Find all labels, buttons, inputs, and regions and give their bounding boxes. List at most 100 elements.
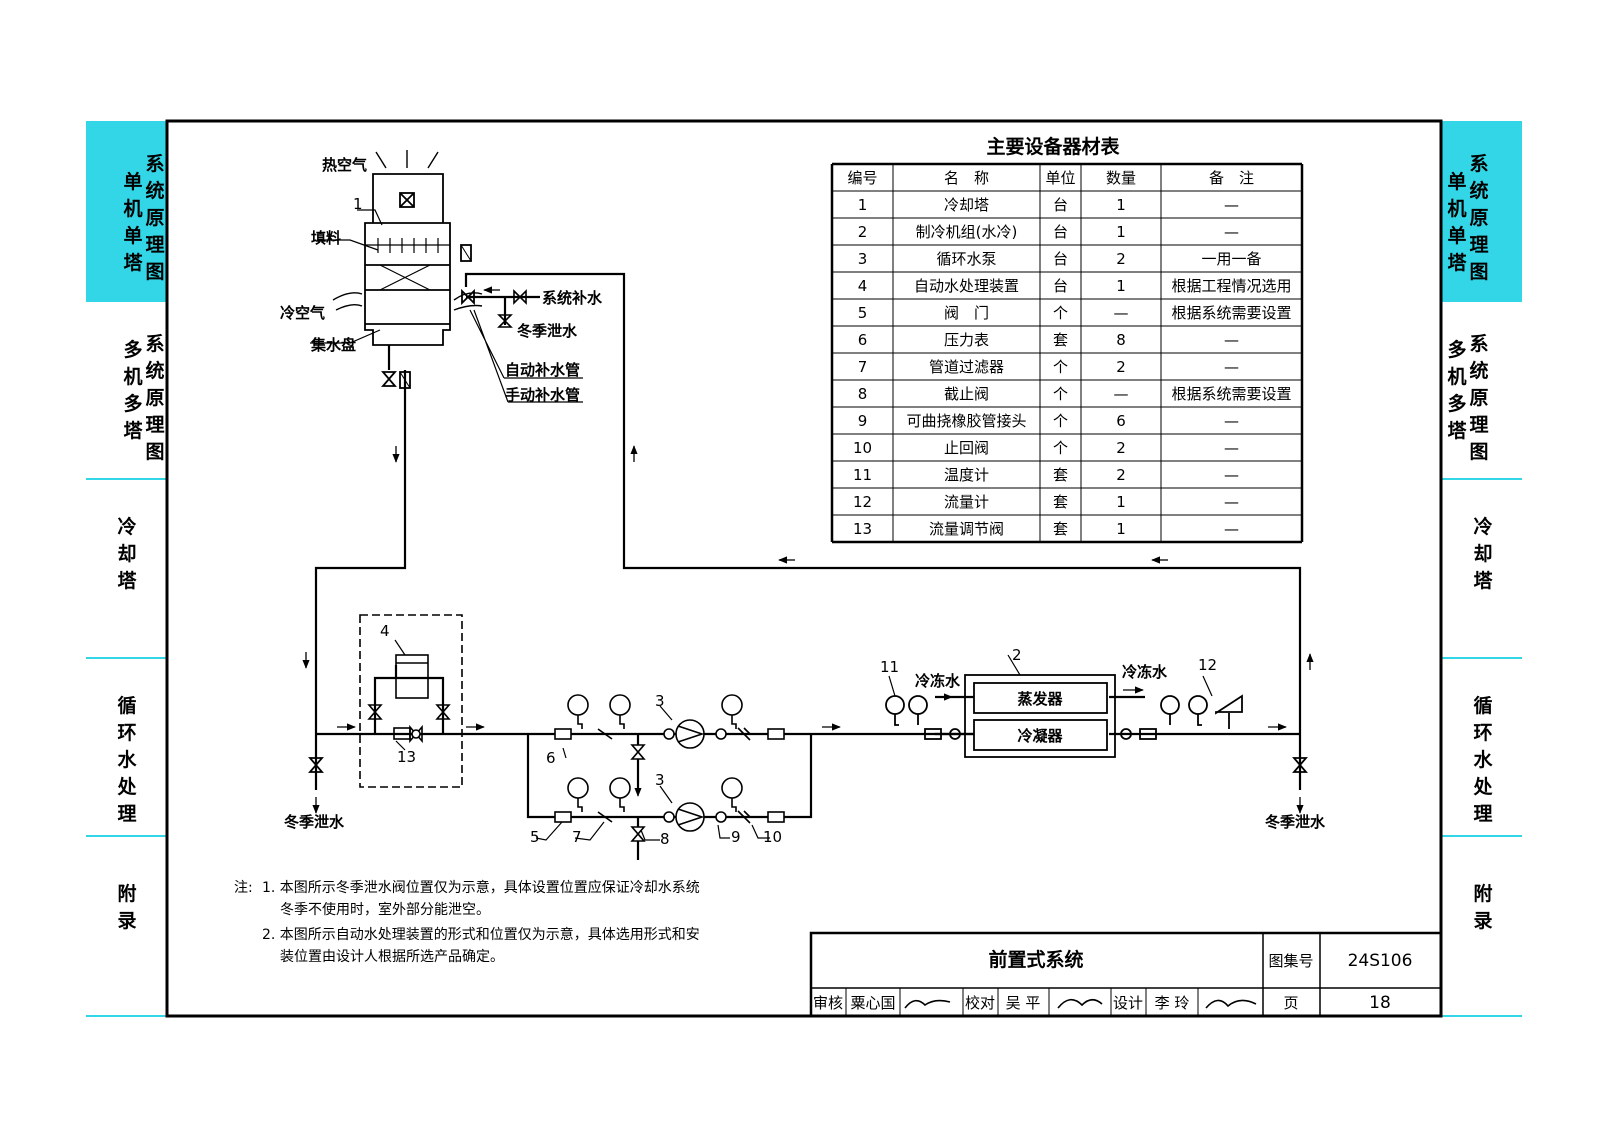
label-hot-air: 热空气 <box>322 156 367 174</box>
table-cell: 10 <box>853 439 872 457</box>
table-cell: 1 <box>1116 223 1126 241</box>
callout-13: 13 <box>397 748 416 766</box>
table-cell: 个 <box>1053 358 1068 376</box>
table-cell: — <box>1114 304 1129 322</box>
table-header-cell: 编号 <box>847 169 877 187</box>
left-tab-5[interactable]: 附 录 <box>86 836 166 1016</box>
tab-separator <box>1442 478 1522 480</box>
left-tab-4[interactable]: 循 环 水 处 理 <box>86 658 166 836</box>
table-cell: 1 <box>1116 196 1126 214</box>
right-tab-1[interactable]: 单 机 单 塔系 统 原 理 图 <box>1442 121 1522 301</box>
table-cell: 温度计 <box>944 466 989 484</box>
water-treatment-unit <box>359 614 463 788</box>
tab-separator <box>86 478 166 480</box>
tab-label-secondary: 冷 却 塔 <box>1473 516 1493 592</box>
tab-label-secondary: 循 环 水 处 理 <box>117 695 137 825</box>
table-cell: 台 <box>1053 196 1068 214</box>
tab-label-secondary: 循 环 水 处 理 <box>1473 695 1493 825</box>
table-cell: 根据系统需要设置 <box>1171 385 1291 403</box>
right-tab-5[interactable]: 附 录 <box>1442 836 1522 1016</box>
table-cell: 1 <box>1116 520 1126 538</box>
leader-lines <box>310 209 1213 841</box>
table-cell: 个 <box>1053 385 1068 403</box>
tab-separator <box>1442 1015 1522 1017</box>
table-cell: 可曲挠橡胶管接头 <box>906 412 1026 430</box>
callout-9: 9 <box>731 828 741 846</box>
callout-6: 6 <box>546 749 556 767</box>
table-cell: — <box>1224 520 1239 538</box>
table-cell: 1 <box>1116 277 1126 295</box>
tab-separator <box>86 657 166 659</box>
note-line-4: 装位置由设计人根据所选产品确定。 <box>280 949 504 965</box>
review-label: 审核 <box>813 994 843 1012</box>
notes-prefix: 注: <box>234 880 253 896</box>
callout-1: 1 <box>353 195 363 213</box>
table-cell: 止回阀 <box>944 439 989 457</box>
atlas-number: 24S106 <box>1348 951 1413 971</box>
right-tab-3[interactable]: 冷 却 塔 <box>1442 479 1522 658</box>
table-cell: 套 <box>1053 331 1068 349</box>
flow-arrows <box>302 286 1314 814</box>
table-cell: 5 <box>858 304 868 322</box>
table-cell: — <box>1224 466 1239 484</box>
label-drain-left: 冬季泄水 <box>284 813 345 831</box>
table-header-cell: 名 称 <box>944 169 989 187</box>
table-cell: 循环水泵 <box>936 250 996 268</box>
page-label: 页 <box>1283 994 1298 1012</box>
table-title: 主要设备器材表 <box>986 135 1120 158</box>
table-cell: 流量调节阀 <box>929 520 1004 538</box>
table-cell: 流量计 <box>944 493 989 511</box>
tab-label-secondary: 冷 却 塔 <box>117 516 137 592</box>
table-cell: 1 <box>1116 493 1126 511</box>
sheet-frame <box>165 119 1443 1018</box>
table-cell: 自动水处理装置 <box>914 277 1019 295</box>
tab-separator <box>86 1015 166 1017</box>
drawing-title: 前置式系统 <box>988 948 1083 971</box>
tab-label-secondary: 系 统 原 理 图 <box>145 153 165 283</box>
table-cell: 3 <box>858 250 868 268</box>
table-cell: 根据工程情况选用 <box>1171 277 1291 295</box>
callout-5: 5 <box>530 828 540 846</box>
tab-label-primary: 多 机 多 塔 <box>1447 339 1467 442</box>
label-auto-makeup: 自动补水管 <box>505 361 580 379</box>
table-header-cell: 备 注 <box>1209 169 1254 187</box>
callout-7: 7 <box>572 828 582 846</box>
table-cell: 2 <box>858 223 868 241</box>
left-tab-1[interactable]: 单 机 单 塔系 统 原 理 图 <box>86 121 166 301</box>
left-tab-2[interactable]: 多 机 多 塔系 统 原 理 图 <box>86 301 166 479</box>
label-condenser: 冷凝器 <box>1017 727 1063 745</box>
table-cell: — <box>1224 412 1239 430</box>
label-fill: 填料 <box>311 229 341 247</box>
table-cell: 11 <box>853 466 872 484</box>
left-tab-3[interactable]: 冷 却 塔 <box>86 479 166 658</box>
table-cell: 4 <box>858 277 868 295</box>
callout-12: 12 <box>1198 656 1217 674</box>
callout-11: 11 <box>880 658 899 676</box>
table-cell: 套 <box>1053 466 1068 484</box>
table-cell: 截止阀 <box>944 385 989 403</box>
atlas-label: 图集号 <box>1268 952 1313 970</box>
table-cell: 个 <box>1053 412 1068 430</box>
label-chilled-in: 冷冻水 <box>915 672 961 690</box>
note-line-3: 2. 本图所示自动水处理装置的形式和位置仅为示意，具体选用形式和安 <box>262 926 700 943</box>
table-cell: 压力表 <box>944 331 989 349</box>
callout-3b: 3 <box>655 771 665 789</box>
table-cell: — <box>1224 223 1239 241</box>
table-cell: 8 <box>1116 331 1126 349</box>
table-cell: 9 <box>858 412 868 430</box>
callout-4: 4 <box>380 622 390 640</box>
table-cell: — <box>1224 493 1239 511</box>
table-cell: 套 <box>1053 493 1068 511</box>
table-header-cell: 单位 <box>1045 169 1075 187</box>
table-cell: 6 <box>858 331 868 349</box>
callout-numbers: 1 2 3 3 4 5 6 7 8 9 10 11 12 13 <box>353 195 1217 848</box>
right-tab-2[interactable]: 多 机 多 塔系 统 原 理 图 <box>1442 301 1522 479</box>
callout-8: 8 <box>660 830 670 848</box>
table-cell: 8 <box>858 385 868 403</box>
label-basin: 集水盘 <box>310 336 356 354</box>
label-drain-right: 冬季泄水 <box>1265 813 1326 831</box>
right-tab-4[interactable]: 循 环 水 处 理 <box>1442 658 1522 836</box>
checker-name: 吴 平 <box>1006 994 1041 1012</box>
callout-10: 10 <box>763 828 782 846</box>
